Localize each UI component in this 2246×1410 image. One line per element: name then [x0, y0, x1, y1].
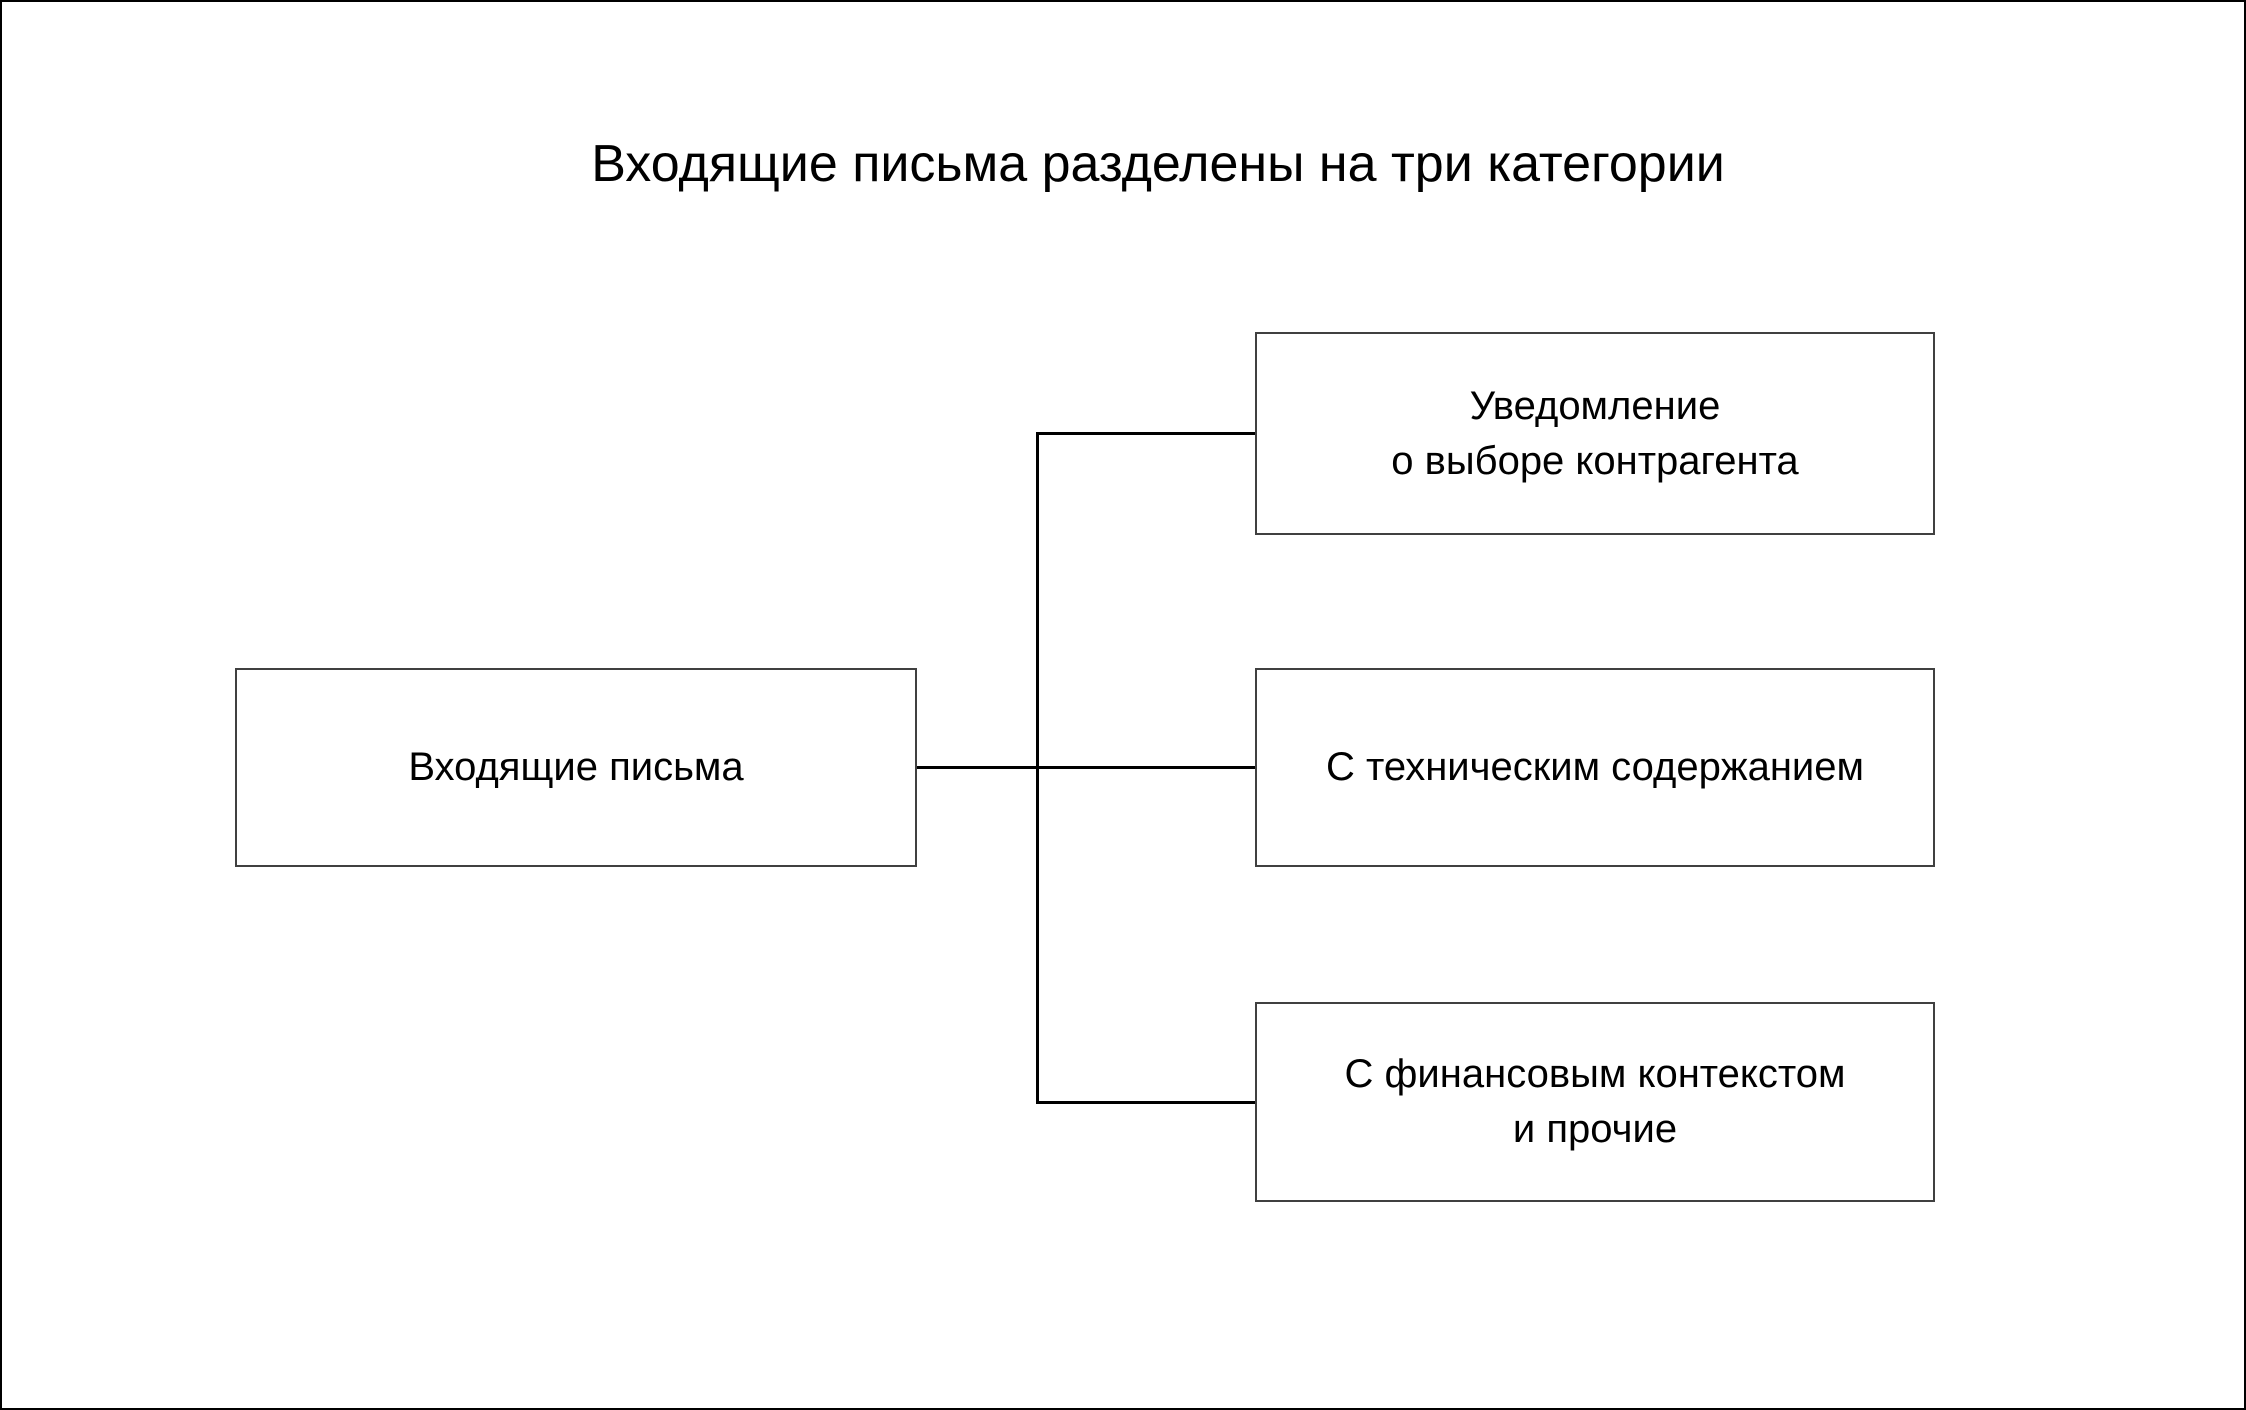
diagram-title: Входящие письма разделены на три категор… [591, 135, 1725, 193]
node-category-notification-label: Уведомление о выборе контрагента [1391, 383, 1799, 483]
node-incoming-letters: Входящие письма [235, 668, 917, 867]
node-category-technical-label: С техническим содержанием [1325, 745, 1865, 789]
connector-branch-middle [917, 766, 1255, 769]
node-incoming-letters-label: Входящие письма [408, 745, 744, 789]
node-category-financial: С финансовым контекстом и прочие [1255, 1002, 1935, 1202]
node-category-financial-label: С финансовым контекстом и прочие [1344, 1052, 1846, 1151]
connector-branch-bottom [1036, 1101, 1255, 1104]
connector-branch-top [1036, 432, 1255, 435]
node-category-notification: Уведомление о выборе контрагента [1255, 332, 1935, 535]
node-category-technical: С техническим содержанием [1255, 668, 1935, 867]
